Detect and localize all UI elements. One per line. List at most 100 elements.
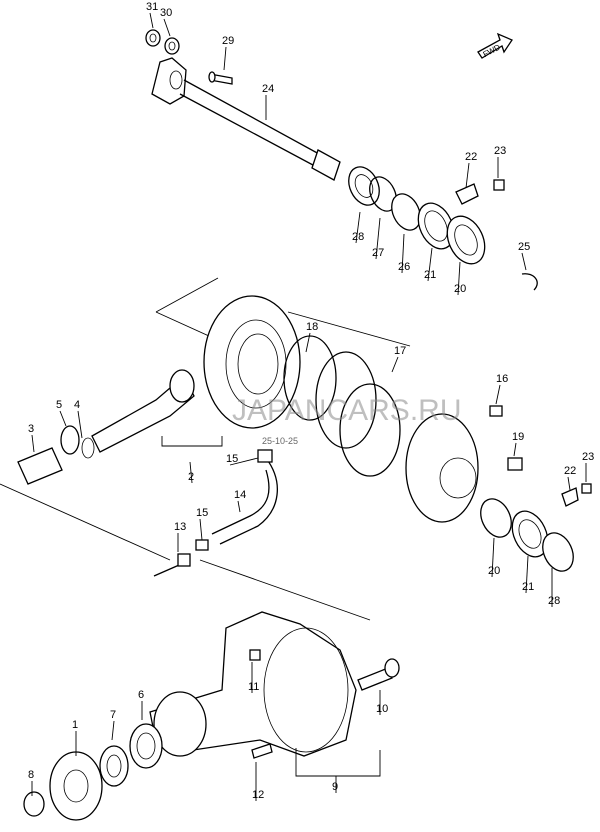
callout-leader-line [427, 247, 433, 282]
callout-leader-line [495, 384, 501, 405]
hose-clamp-part [195, 539, 209, 551]
callout-leader-line [237, 500, 241, 513]
callout-leader-line [305, 332, 311, 353]
spacer-part [391, 193, 421, 231]
washer-part [164, 37, 180, 55]
callout-number: 19 [512, 431, 524, 443]
drive-pinion-part [91, 374, 195, 453]
callout-number: 23 [582, 451, 594, 463]
callout-number: 20 [454, 283, 466, 295]
housing-group [23, 611, 400, 821]
pinion-bearing-part [60, 425, 80, 455]
bolt-part [507, 457, 523, 471]
callout-number: 15 [226, 453, 238, 465]
callout-leader-line [391, 356, 399, 373]
pinion-bearing-part [129, 723, 163, 769]
callout-number: 1 [72, 719, 78, 731]
axle-shaft-part [179, 79, 331, 173]
hose-clamp-part [257, 449, 273, 463]
breather-hose-part [211, 457, 278, 545]
callout-number: 16 [496, 373, 508, 385]
callout-number: 29 [222, 35, 234, 47]
callout-leader-line [401, 233, 405, 274]
oil-seal-part [99, 745, 129, 787]
callout-number: 28 [352, 231, 364, 243]
bolt-part [251, 743, 273, 759]
callout-number: 4 [74, 399, 80, 411]
callout-leader-line [457, 261, 461, 296]
callout-number: 3 [28, 423, 34, 435]
bearing-race-part [480, 498, 512, 538]
callout-leader-line [31, 434, 35, 453]
callout-number: 22 [465, 151, 477, 163]
callout-number: 23 [494, 145, 506, 157]
retainer-part [455, 183, 479, 205]
nut-part [23, 791, 45, 817]
callout-leader-line [567, 476, 571, 491]
callout-number: 21 [424, 269, 436, 281]
callout-number: 7 [110, 709, 116, 721]
carrier-shim-part [339, 383, 401, 477]
callout-number: 21 [522, 581, 534, 593]
callout-number: 11 [248, 681, 259, 693]
fwd-arrow-icon: FWD [477, 32, 513, 59]
callout-number: 8 [28, 769, 34, 781]
callout-number: 12 [252, 789, 264, 801]
callout-number: 31 [146, 1, 158, 13]
callout-leader-line [111, 720, 115, 741]
code-text: 25-10-25 [262, 436, 298, 446]
callout-leader-line [521, 252, 527, 271]
oil-seal-part [348, 166, 380, 206]
callout-number: 28 [548, 595, 560, 607]
snap-ring-part [369, 176, 397, 212]
callout-leader-line [375, 217, 381, 260]
callout-number: 27 [372, 247, 384, 259]
carrier-shim-part [315, 351, 377, 449]
bolt-part [357, 667, 393, 691]
callout-number: 22 [564, 465, 576, 477]
callout-number: 2 [188, 471, 194, 483]
callout-leader-line [465, 162, 470, 189]
axle-shaft-group [145, 29, 538, 291]
callout-leader-line [77, 410, 83, 439]
callout-number: 18 [306, 321, 318, 333]
callout-leader-line [491, 537, 495, 578]
callout-number: 24 [262, 83, 274, 95]
companion-flange-part [49, 751, 103, 821]
callout-leader-line [149, 12, 154, 29]
callout-leader-line [189, 461, 193, 484]
shim-part [17, 447, 63, 485]
callout-number: 13 [174, 521, 186, 533]
callout-number: 17 [394, 345, 406, 357]
callout-leader-line [525, 555, 529, 594]
differential-group [0, 277, 592, 621]
ring-gear-part [203, 295, 301, 429]
callout-number: 5 [56, 399, 62, 411]
callout-number: 14 [234, 489, 246, 501]
bolt-part [489, 405, 503, 417]
clip-part [521, 273, 538, 291]
carrier-shim-part [283, 335, 337, 421]
callout-number: 15 [196, 507, 208, 519]
bearing-part [417, 202, 455, 250]
callout-number: 26 [398, 261, 410, 273]
bolt-part [493, 179, 505, 191]
callout-number: 30 [160, 7, 172, 19]
callout-leader-line [59, 410, 67, 427]
spacer-part [81, 437, 95, 459]
oil-seal-part [542, 532, 574, 572]
callout-leader-line [355, 211, 361, 244]
callout-number: 9 [332, 781, 338, 793]
callout-number: 6 [138, 689, 144, 701]
callout-leader-line [199, 518, 203, 541]
callout-leader-line [163, 18, 171, 37]
shaft-flange-part [151, 57, 187, 105]
watermark-text: JAPANCARS.RU [232, 394, 461, 427]
bolt-part [249, 649, 261, 661]
nut-part [145, 29, 161, 47]
callout-number: 20 [488, 565, 500, 577]
callout-number: 10 [376, 703, 388, 715]
callout-leader-line [223, 46, 227, 71]
